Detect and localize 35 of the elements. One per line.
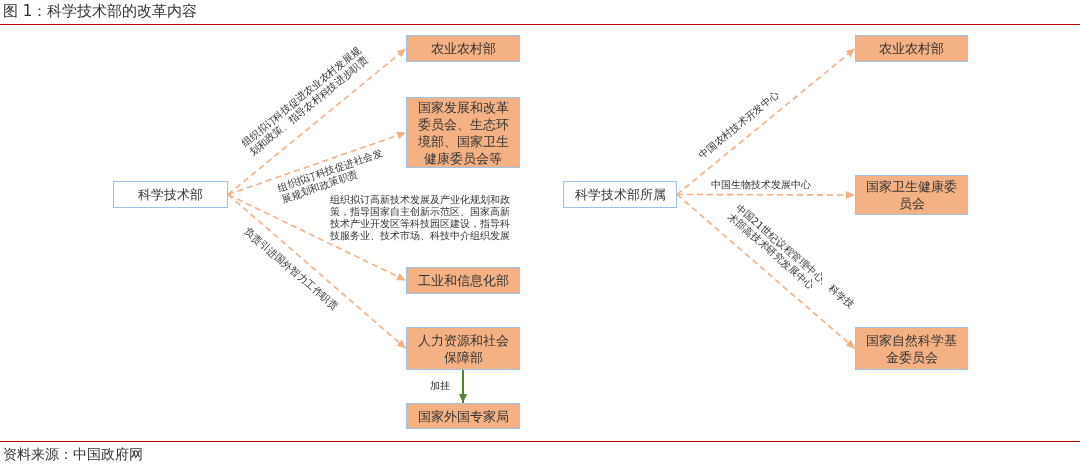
department-name: 科学技术部所属	[574, 186, 666, 203]
arrow	[227, 193, 407, 350]
department-name: 科学技术部	[138, 186, 203, 203]
org-box	[406, 403, 520, 429]
org-box	[406, 267, 520, 294]
arrow	[676, 193, 856, 350]
org-box	[406, 97, 520, 168]
arrow	[459, 369, 467, 404]
source-note: 资料来源：中国政府网	[3, 445, 143, 463]
arrow	[676, 47, 856, 196]
arrow	[227, 193, 407, 282]
edge-label: 中国农村技术开发中心	[696, 88, 782, 162]
department-name: 农业农村部	[430, 40, 496, 57]
department-name: 农业农村部	[879, 40, 944, 57]
org-box	[855, 327, 968, 370]
edge-label: 加挂	[430, 380, 450, 392]
org-box	[855, 35, 968, 62]
org-box	[113, 181, 228, 208]
org-box	[406, 327, 520, 370]
arrow	[227, 131, 407, 196]
department-name: 国家外国专家局	[417, 407, 509, 425]
edge-label: 组织拟订高新技术发展及产业化规划和政策，指导国家自主创新示范区、国家高新技术产业开发区等科技园区建设，指导科技服务业、技术市场、科技中介组织发展	[330, 194, 511, 242]
department-name: 国家发展和改革委员会、生态环境部、国家卫生健康委员会等	[416, 98, 510, 167]
org-box	[563, 181, 677, 208]
arrow	[676, 190, 856, 199]
department-name: 工业和信息化部	[417, 272, 509, 289]
department-name: 国家自然科学基金委员会	[865, 331, 958, 366]
edge-label: 中国生物技术发展中心	[710, 178, 811, 191]
arrow	[227, 47, 407, 196]
figure-title: 图 1：科学技术部的改革内容	[3, 2, 198, 21]
department-name: 国家卫生健康委员会	[865, 178, 958, 212]
org-box	[406, 35, 520, 62]
org-box	[855, 175, 968, 215]
department-name: 人力资源和社会保障部	[416, 331, 510, 366]
edge-label: 中国21世纪议程管理中心、科学技术部高技术研究发展中心	[724, 201, 857, 313]
